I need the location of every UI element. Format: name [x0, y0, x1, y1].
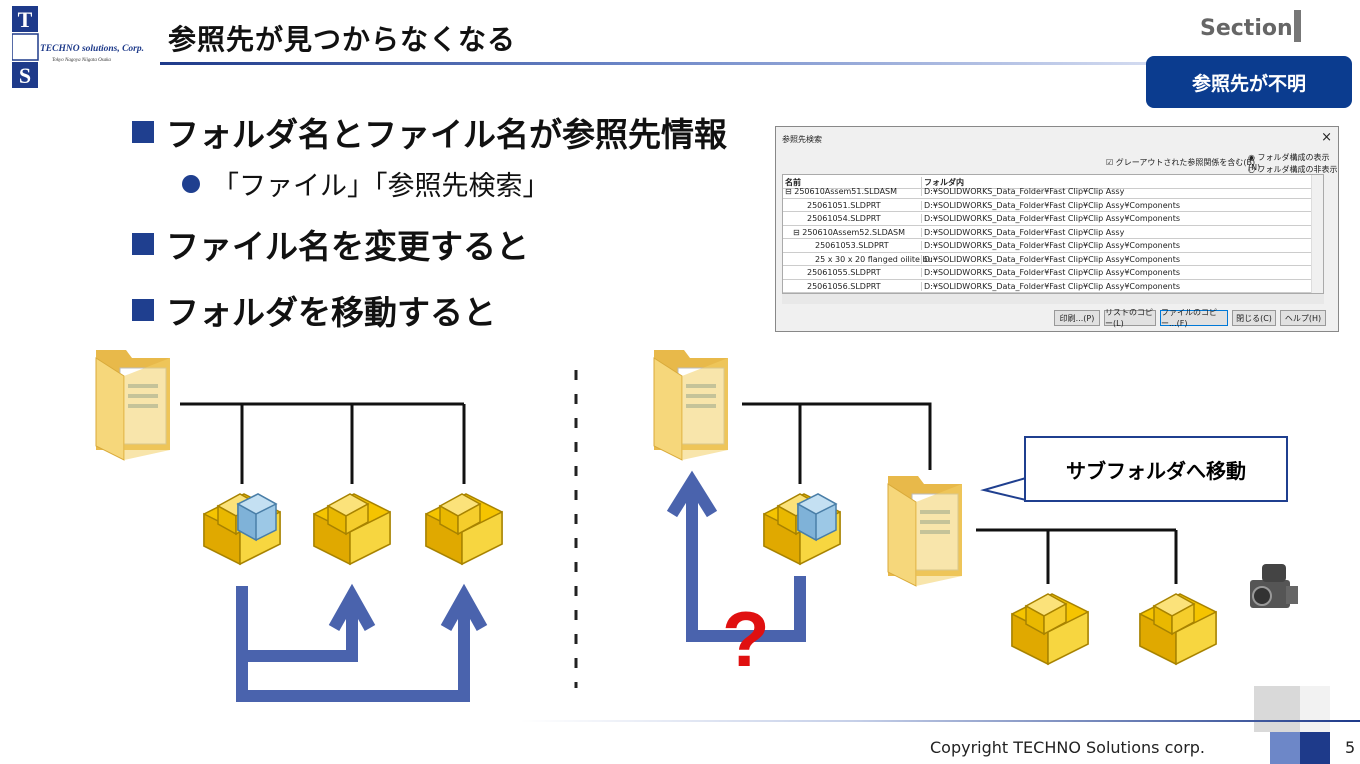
- column-folder: フォルダ内: [921, 177, 964, 188]
- dialog-title: 参照先検索: [782, 135, 822, 144]
- row-name: 25061051.SLDPRT: [807, 200, 881, 210]
- table-row[interactable]: 25061053.SLDPRT D:¥SOLIDWORKS_Data_Folde…: [783, 239, 1323, 253]
- bullet-rename-file: ファイル名を変更すると: [132, 220, 529, 268]
- table-row[interactable]: 25061056.SLDPRT D:¥SOLIDWORKS_Data_Folde…: [783, 280, 1323, 293]
- table-row[interactable]: 25061051.SLDPRT D:¥SOLIDWORKS_Data_Folde…: [783, 199, 1323, 212]
- row-folder: D:¥SOLIDWORKS_Data_Folder¥Fast Clip¥Clip…: [921, 281, 1180, 291]
- vertical-scrollbar[interactable]: [1311, 175, 1323, 293]
- row-folder: D:¥SOLIDWORKS_Data_Folder¥Fast Clip¥Clip…: [921, 214, 1180, 223]
- footer-divider: [520, 720, 1360, 722]
- table-header: 名前 フォルダ内: [783, 175, 1323, 189]
- sub-bullet-text: 「ファイル」「参照先検索」: [212, 171, 550, 202]
- table-row[interactable]: 25061054.SLDPRT D:¥SOLIDWORKS_Data_Folde…: [783, 212, 1323, 226]
- include-greyed-checkbox[interactable]: ☑ グレーアウトされた参照関係を含む(B): [1106, 158, 1256, 167]
- logo-cities: Tokyo Nagoya Niigata Osaka: [52, 58, 111, 63]
- table-row[interactable]: ⊟ 250610Assem51.SLDASM D:¥SOLIDWORKS_Dat…: [783, 185, 1323, 199]
- assembly-icon: [764, 494, 840, 564]
- row-name: 25061056.SLDPRT: [807, 281, 881, 291]
- move-to-subfolder-callout: サブフォルダへ移動: [1024, 436, 1288, 502]
- part-icon: [425, 493, 503, 565]
- section-label: Section: [1200, 16, 1293, 41]
- right-tree-lines: [742, 402, 1178, 584]
- row-folder: D:¥SOLIDWORKS_Data_Folder¥Fast Clip¥Clip…: [921, 227, 1124, 237]
- show-folder-radio[interactable]: ◉ フォルダ構成の表示(N): [1248, 153, 1330, 172]
- logo-letter-t: T: [18, 7, 33, 32]
- callout-pointer: [980, 476, 1027, 502]
- reference-table[interactable]: 名前 フォルダ内 ⊟ 250610Assem51.SLDASM D:¥SOLID…: [782, 174, 1324, 294]
- table-row[interactable]: ⊟ 250610Assem52.SLDASM D:¥SOLIDWORKS_Dat…: [783, 226, 1323, 239]
- logo-company-name: TECHNO solutions, Corp.: [40, 44, 144, 54]
- bullet-text: ファイル名を変更すると: [166, 227, 529, 266]
- topic-badge: 参照先が不明: [1146, 56, 1352, 108]
- find-references-dialog: 参照先検索 × ☑ グレーアウトされた参照関係を含む(B) ◉ フォルダ構成の表…: [775, 126, 1339, 332]
- part-icon: [313, 493, 391, 565]
- bullet-dot-icon: [182, 175, 200, 193]
- table-row[interactable]: 25061055.SLDPRT D:¥SOLIDWORKS_Data_Folde…: [783, 266, 1323, 280]
- horizontal-scrollbar[interactable]: [782, 294, 1324, 304]
- sub-bullet-find-references: 「ファイル」「参照先検索」: [182, 164, 550, 203]
- subfolder-icon: [887, 475, 963, 587]
- row-folder: D:¥SOLIDWORKS_Data_Folder¥Fast Clip¥Clip…: [921, 241, 1180, 250]
- column-name: 名前: [785, 178, 801, 187]
- copyright-text: Copyright TECHNO Solutions corp.: [930, 738, 1206, 757]
- footer-decoration: [1254, 686, 1330, 764]
- folder-icon: [653, 349, 729, 461]
- logo-letter-s: S: [19, 63, 31, 88]
- bullet-square-icon: [132, 233, 154, 255]
- row-folder: D:¥SOLIDWORKS_Data_Folder¥Fast Clip¥Clip…: [921, 268, 1180, 277]
- page-number: 5: [1345, 738, 1356, 757]
- close-button[interactable]: 閉じる(C): [1232, 310, 1276, 326]
- radio-label: フォルダ構成の表示(N): [1248, 153, 1330, 172]
- checkbox-label: グレーアウトされた参照関係を含む(B): [1115, 158, 1256, 167]
- bullet-reference-info: フォルダ名とファイル名が参照先情報: [132, 108, 727, 156]
- right-broken-arrows: [666, 470, 806, 642]
- row-name: 25061054.SLDPRT: [807, 214, 881, 223]
- question-mark: ?: [722, 595, 770, 683]
- bullet-square-icon: [132, 121, 154, 143]
- row-name: 25061053.SLDPRT: [815, 241, 889, 250]
- part-icon: [1011, 593, 1089, 665]
- left-tree-lines: [180, 402, 466, 484]
- assembly-icon: [204, 494, 280, 564]
- close-icon[interactable]: ×: [1321, 130, 1332, 145]
- bullet-text: フォルダ名とファイル名が参照先情報: [166, 115, 727, 154]
- row-name: 25061055.SLDPRT: [807, 268, 881, 277]
- folder-icon: [95, 349, 171, 461]
- row-folder: D:¥SOLIDWORKS_Data_Folder¥Fast Clip¥Clip…: [921, 254, 1180, 264]
- copy-list-button[interactable]: リストのコピー(L): [1104, 308, 1156, 328]
- header-divider: [160, 62, 1360, 65]
- part-icon: [1139, 593, 1217, 665]
- camera-icon: [1250, 564, 1298, 608]
- page-title: 参照先が見つからなくなる: [168, 23, 517, 56]
- help-button[interactable]: ヘルプ(H): [1280, 310, 1326, 326]
- bullet-move-folder: フォルダを移動すると: [132, 286, 496, 334]
- table-row[interactable]: 25 x 30 x 20 flanged oilite bu D:¥SOLIDW…: [783, 253, 1323, 266]
- row-folder: D:¥SOLIDWORKS_Data_Folder¥Fast Clip¥Clip…: [921, 187, 1124, 196]
- left-reference-arrows: [236, 583, 488, 702]
- company-logo: T S TECHNO solutions, Corp. Tokyo Nagoya…: [11, 6, 152, 90]
- bullet-square-icon: [132, 299, 154, 321]
- row-name: ⊟ 250610Assem52.SLDASM: [793, 227, 906, 237]
- row-folder: D:¥SOLIDWORKS_Data_Folder¥Fast Clip¥Clip…: [921, 200, 1180, 210]
- copy-files-button[interactable]: ファイルのコピー...(F): [1160, 308, 1228, 328]
- print-button[interactable]: 印刷...(P): [1054, 310, 1100, 326]
- row-name: ⊟ 250610Assem51.SLDASM: [785, 187, 898, 196]
- bullet-text: フォルダを移動すると: [166, 293, 496, 332]
- section-number-bar: [1294, 10, 1301, 42]
- row-name: 25 x 30 x 20 flanged oilite bu: [815, 254, 933, 264]
